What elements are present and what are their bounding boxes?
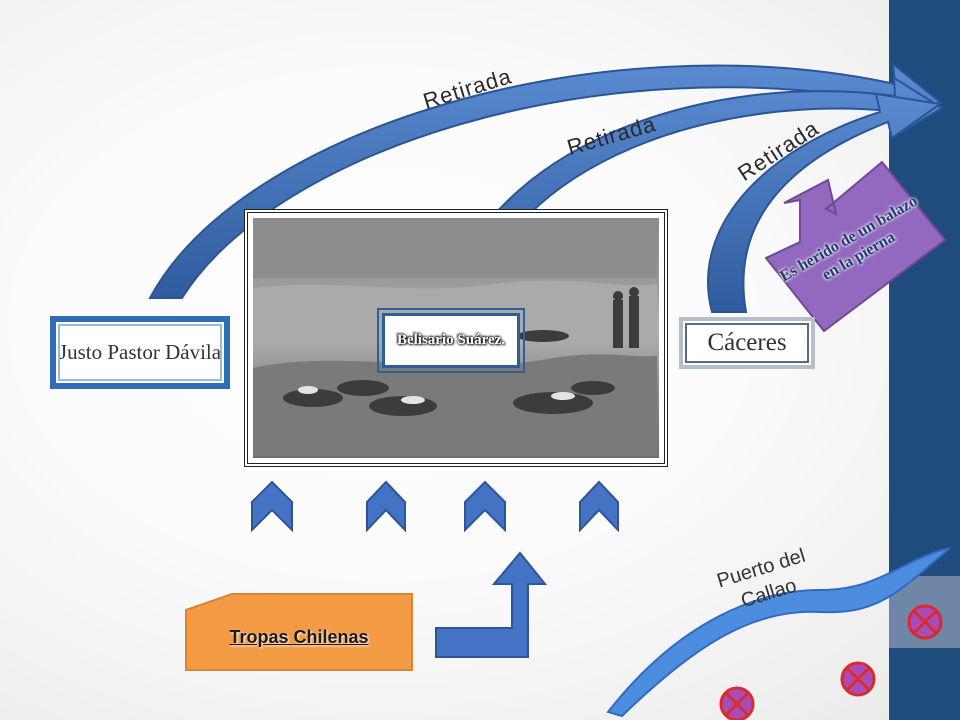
retreat-arrow-caceres <box>707 92 943 313</box>
tropas-chilenas-label: Tropas Chilenas <box>229 627 369 647</box>
advance-chevron-1 <box>251 480 293 533</box>
davila-label: Justo Pastor Dávila <box>50 316 230 389</box>
battle-photo-frame <box>244 209 668 467</box>
marker-icon-2 <box>840 661 876 697</box>
marker-icon-3 <box>719 686 755 720</box>
marker-icon-1 <box>907 604 943 640</box>
advance-chevron-2 <box>366 480 406 533</box>
advance-chevron-4 <box>579 480 619 533</box>
caceres-label: Cáceres <box>679 317 815 369</box>
retreat-arrow-davila <box>148 61 942 299</box>
bent-up-arrow <box>435 551 548 658</box>
belisario-label: Belisario Suárez. <box>377 308 525 373</box>
battle-photo <box>253 218 659 458</box>
tropas-chilenas-shape <box>185 593 413 671</box>
herido-callout-shape <box>764 160 947 333</box>
advance-chevron-3 <box>464 480 506 533</box>
coastline-wave <box>606 547 951 718</box>
